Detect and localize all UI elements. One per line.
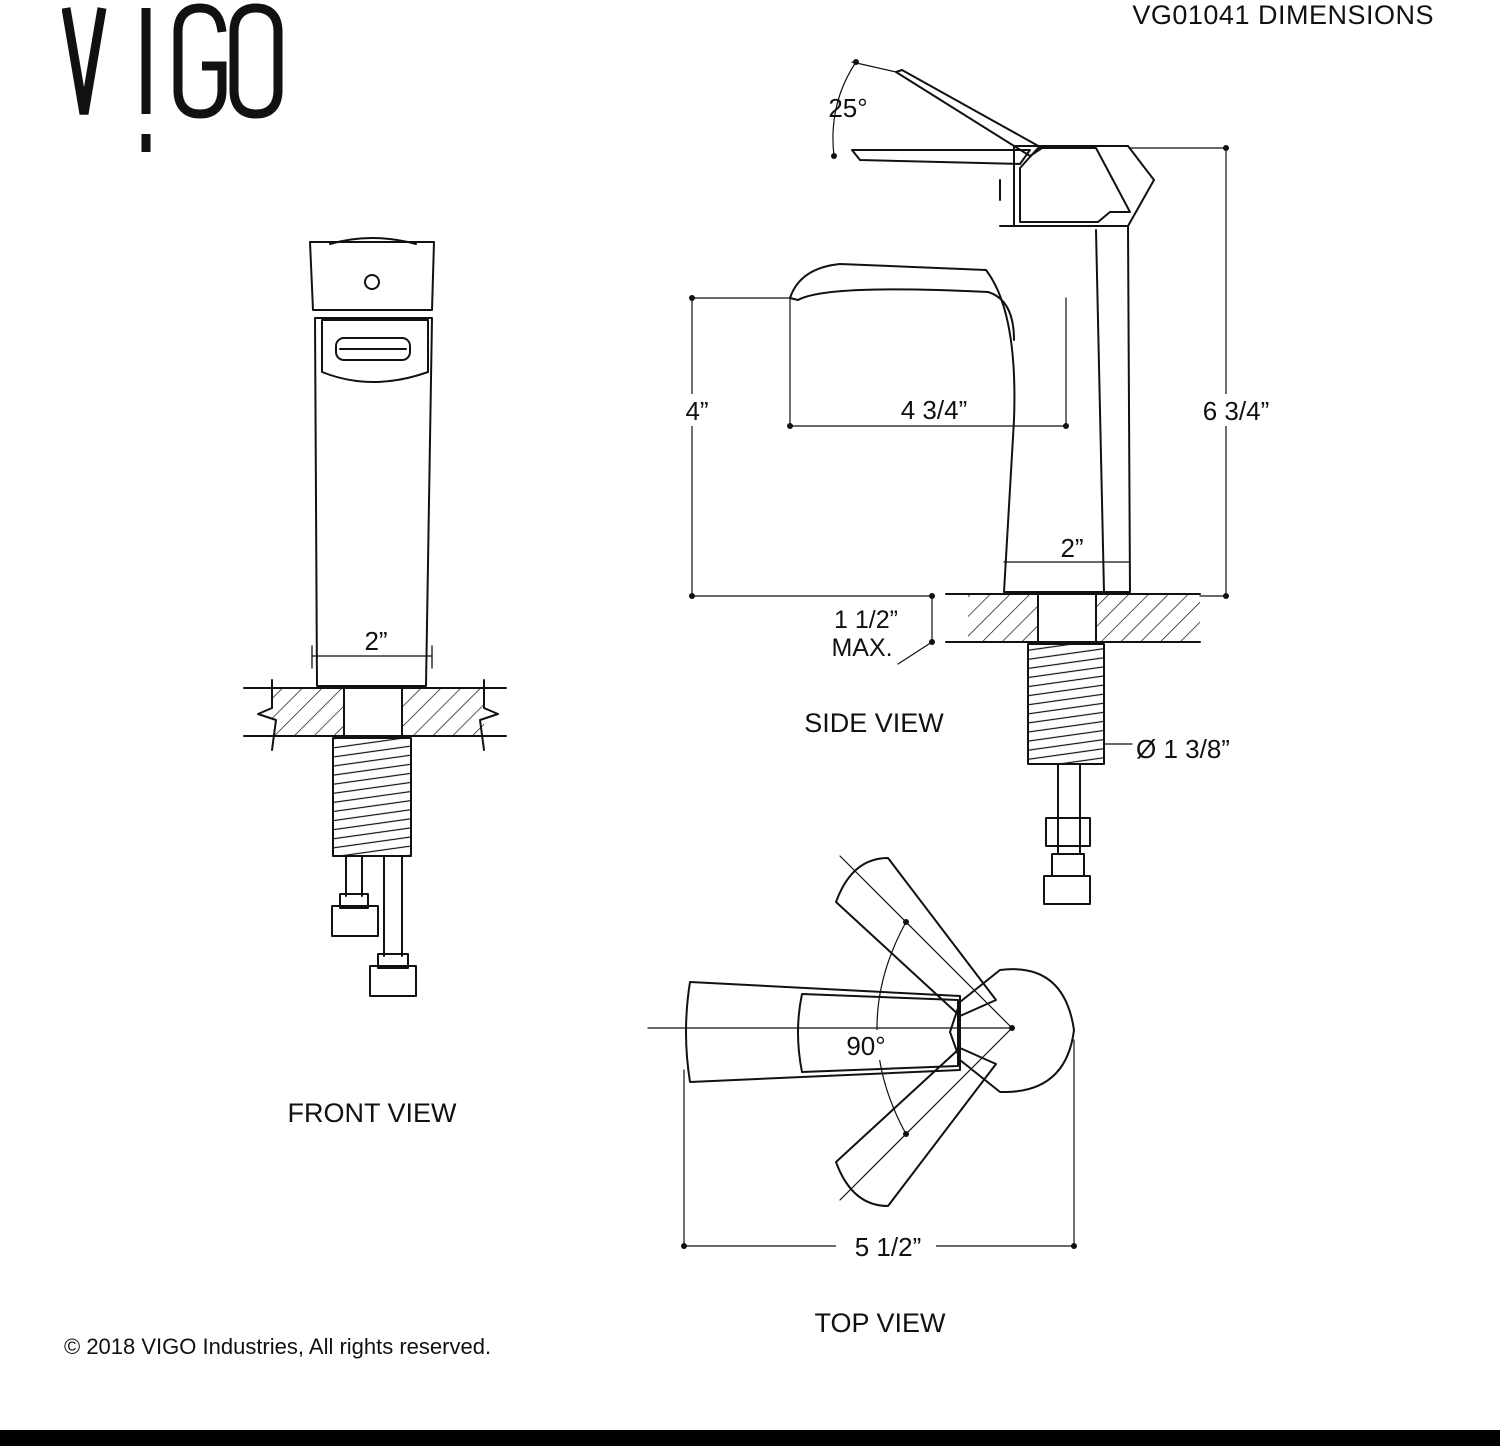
front-handle-plate [321, 319, 429, 383]
front-handle-arc [329, 237, 417, 245]
side-handle-raised [895, 69, 1043, 157]
top-view-label: TOP VIEW [814, 1308, 946, 1338]
vigo-logo-mark [62, 3, 283, 152]
page-title: VG01041 DIMENSIONS [1132, 0, 1434, 30]
dimension-dots [681, 59, 1229, 1249]
footer-bar [0, 1430, 1500, 1446]
top-handle-upper [835, 857, 997, 1017]
deck-thickness-label: 1 1/2” [834, 606, 898, 634]
rotation-angle-label: 90° [846, 1031, 885, 1061]
front-body [314, 317, 433, 687]
front-base-width-label: 2” [364, 626, 387, 656]
side-handle-level [851, 149, 1031, 165]
spout-height-label: 4” [685, 396, 708, 426]
top-handle-long [685, 981, 961, 1083]
front-view-label: FRONT VIEW [287, 1098, 457, 1128]
top-handle-lower [835, 1047, 997, 1207]
side-base-width-label: 2” [1060, 533, 1083, 563]
copyright-text: © 2018 VIGO Industries, All rights reser… [64, 1334, 492, 1359]
side-cartridge [1013, 145, 1155, 227]
front-handle-cap [309, 241, 435, 311]
side-spout [789, 225, 1131, 593]
front-aerator-icon [364, 274, 380, 290]
shank-diameter-label: Ø 1 3/8” [1136, 734, 1230, 764]
vigo-logo [62, 2, 302, 152]
handle-angle-label: 25° [828, 93, 867, 123]
side-view-label: SIDE VIEW [804, 708, 944, 738]
overall-length-label: 5 1/2” [855, 1232, 922, 1262]
spout-reach-label: 4 3/4” [901, 395, 968, 425]
top-body [949, 968, 1075, 1094]
front-view [243, 237, 507, 997]
side-view [691, 61, 1229, 905]
deck-thickness-note: MAX. [831, 634, 892, 662]
front-slot-icon [335, 337, 411, 361]
total-height-label: 6 3/4” [1203, 396, 1270, 426]
